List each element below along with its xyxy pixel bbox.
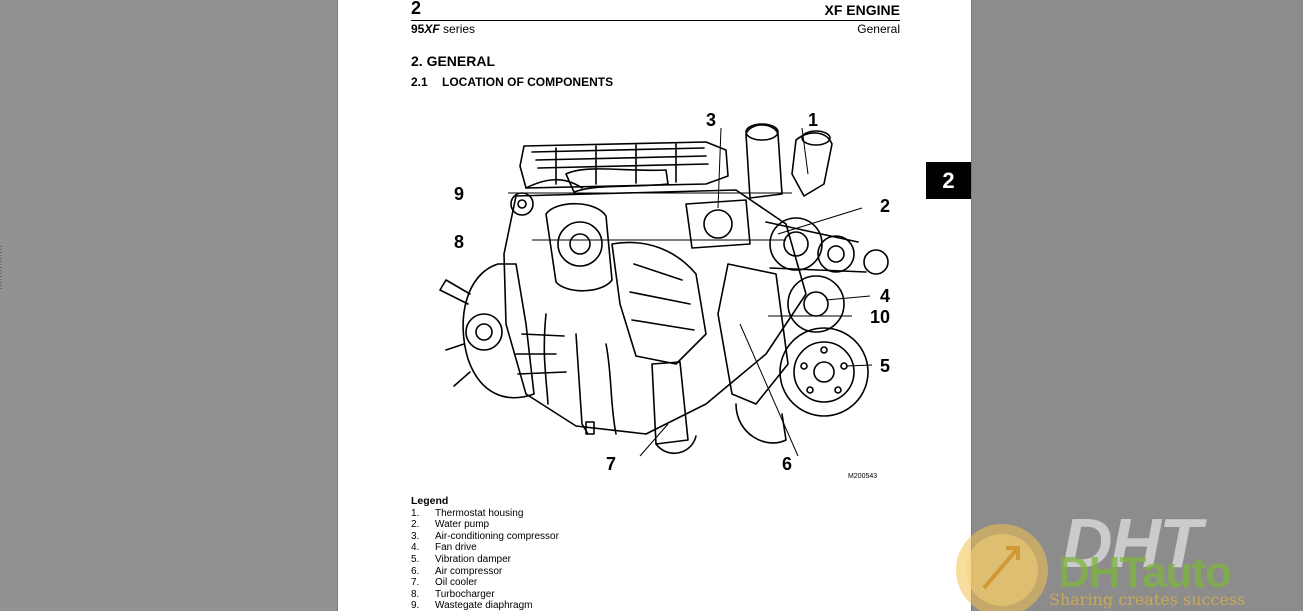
legend-item: 1. Thermostat housing — [411, 508, 559, 520]
callout-1: 1 — [808, 110, 818, 130]
water-pump-pulley — [769, 217, 823, 271]
oil-cooler — [651, 361, 689, 445]
legend-item-text: Turbocharger — [435, 588, 495, 600]
legend-item-number: 2. — [411, 519, 420, 531]
page-header-title: XF ENGINE — [824, 2, 900, 18]
chapter-tab[interactable]: 2 — [926, 162, 971, 199]
watermark-tagline: Sharing creates success — [1049, 590, 1246, 609]
page-series: 95XF series — [411, 22, 475, 36]
engine-illustration: 3 1 9 2 8 4 10 5 7 6 — [439, 110, 890, 474]
exhaust-manifold — [611, 241, 707, 365]
header-rule — [411, 20, 900, 21]
section-heading: 2. GENERAL — [411, 53, 496, 69]
legend-item-text: Thermostat housing — [435, 507, 524, 519]
ac-compressor — [685, 199, 751, 249]
page-chapter-number: 2 — [411, 0, 422, 18]
legend-item: 7. Oil cooler — [411, 577, 559, 589]
fan-drive — [787, 275, 845, 333]
intake-manifold — [565, 168, 669, 193]
figure-code: M200543 — [848, 473, 878, 480]
legend-item-text: Oil cooler — [435, 577, 478, 589]
page-header-section: General — [857, 22, 900, 36]
splitter-handle[interactable] — [0, 246, 2, 290]
legend-item-number: 9. — [411, 600, 420, 611]
callout-3: 3 — [706, 110, 716, 130]
callout-5: 5 — [880, 356, 890, 376]
thermostat-housing — [745, 124, 783, 199]
callout-8: 8 — [454, 232, 464, 252]
series-model: XF — [424, 22, 440, 36]
subsection-title: LOCATION OF COMPONENTS — [442, 75, 614, 89]
legend-item-number: 8. — [411, 588, 420, 600]
legend-item-number: 4. — [411, 542, 420, 554]
callout-9: 9 — [454, 184, 464, 204]
series-suffix: series — [439, 22, 476, 36]
callout-2: 2 — [880, 196, 890, 216]
series-number: 95 — [411, 22, 425, 36]
legend-item-text: Vibration damper — [435, 553, 511, 565]
watermark-logo — [956, 524, 1048, 611]
legend-item: 3. Air-conditioning compressor — [411, 531, 559, 543]
viewer-left-gutter — [0, 0, 338, 611]
legend: Legend 1. Thermostat housing 2. Water pump… — [411, 495, 559, 611]
legend-item-number: 7. — [411, 577, 420, 589]
legend-item: 5. Vibration damper — [411, 554, 559, 566]
legend-item-number: 3. — [411, 530, 420, 542]
watermark-brand: DHTauto — [1058, 548, 1232, 597]
rocker-cover — [519, 141, 729, 189]
legend-item-text: Air-conditioning compressor — [435, 530, 559, 542]
legend-item-number: 6. — [411, 565, 420, 577]
legend-item: 9. Wastegate diaphragm — [411, 600, 559, 611]
legend-item-text: Air compressor — [435, 565, 503, 577]
legend-item: 8. Turbocharger — [411, 589, 559, 601]
legend-item: 4. Fan drive — [411, 542, 559, 554]
legend-item-number: 5. — [411, 553, 420, 565]
legend-item-number: 1. — [411, 507, 420, 519]
turbocharger — [545, 203, 613, 292]
legend-item-text: Wastegate diaphragm — [435, 600, 533, 611]
legend-item: 6. Air compressor — [411, 566, 559, 578]
legend-item-text: Fan drive — [435, 542, 477, 554]
watermark-letters: DHT — [1062, 504, 1202, 582]
vibration-damper — [779, 327, 869, 417]
flywheel-housing — [462, 263, 535, 399]
document-page: 2 XF ENGINE 95XF series General 2. GENER… — [338, 0, 971, 611]
air-compressor — [717, 263, 789, 405]
legend-title: Legend — [411, 495, 449, 507]
callout-7: 7 — [606, 454, 616, 474]
subsection-heading: 2.1 LOCATION OF COMPONENTS — [411, 75, 613, 89]
callout-6: 6 — [782, 454, 792, 474]
legend-item-text: Water pump — [435, 519, 490, 531]
callout-4: 4 — [880, 286, 890, 306]
subsection-number: 2.1 — [411, 75, 428, 89]
callout-10: 10 — [870, 307, 890, 327]
engine-block — [503, 189, 807, 435]
legend-item: 2. Water pump — [411, 519, 559, 531]
